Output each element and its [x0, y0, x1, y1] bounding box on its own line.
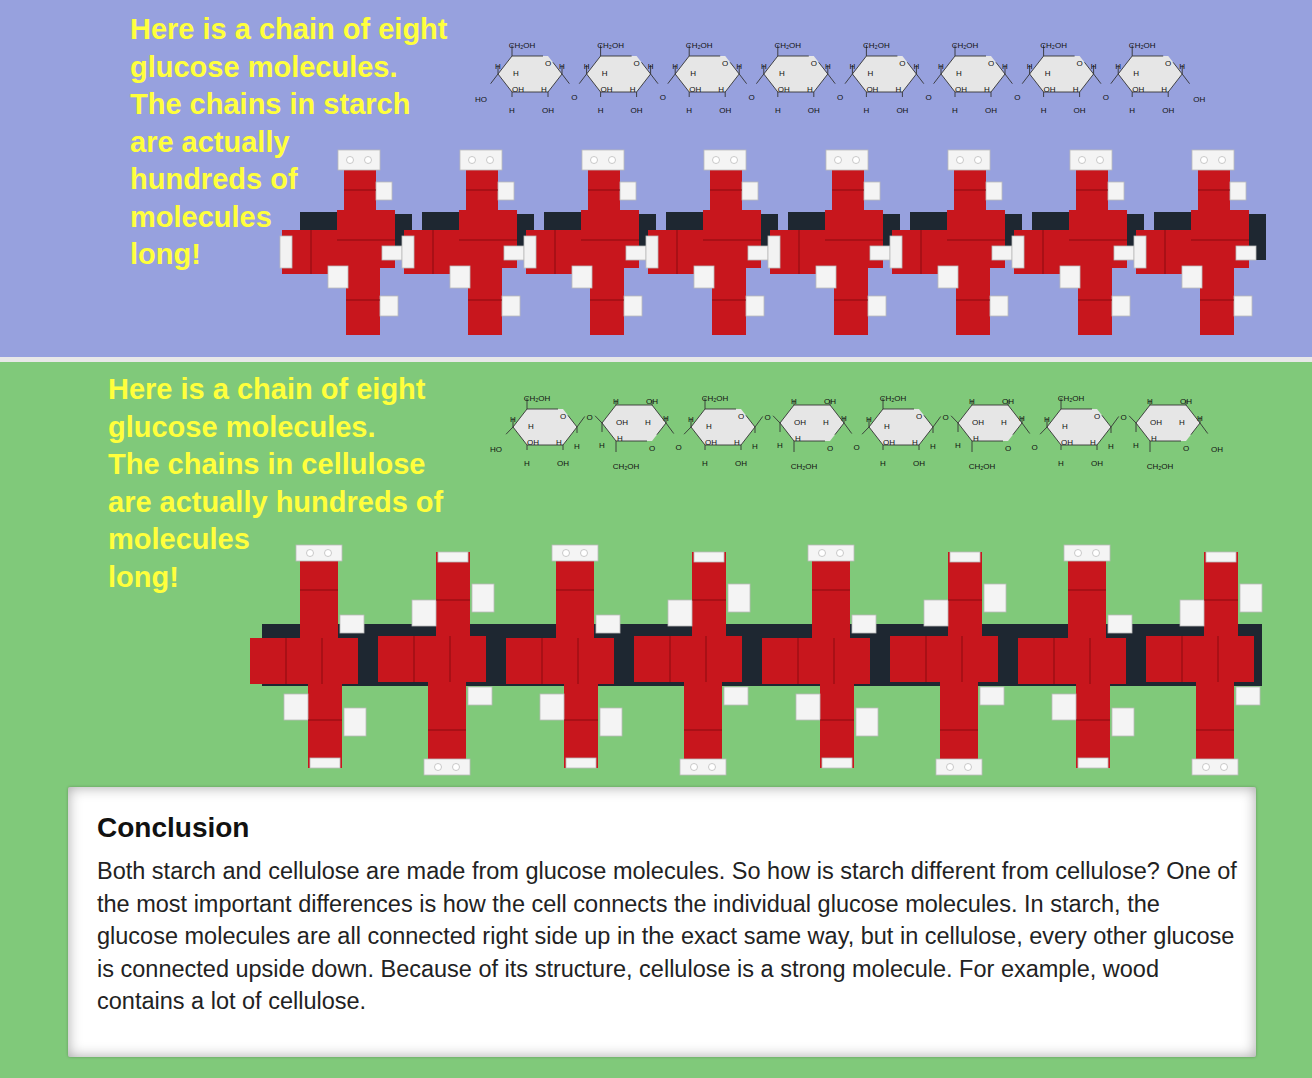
cellulose-formula — [506, 398, 1208, 452]
lego-glucose — [402, 150, 534, 335]
info-band: Here is a chain of eight glucose molecul… — [0, 0, 1312, 357]
glucose-ring — [595, 400, 674, 452]
glucose-ring — [684, 398, 763, 450]
band-text: Here is a chain of eight glucose molecul… — [130, 13, 447, 270]
starch-model — [280, 150, 1266, 335]
glucose-ring — [862, 398, 941, 450]
glucose-ring — [579, 45, 658, 97]
lego-glucose — [524, 150, 656, 335]
band-text-block: Here is a chain of eight glucose molecul… — [130, 11, 453, 274]
glucose-ring — [1022, 45, 1101, 97]
band-text: Here is a chain of eight glucose molecul… — [108, 373, 443, 593]
conclusion-box: ConclusionBoth starch and cellulose are … — [68, 787, 1256, 1057]
conclusion-heading: Conclusion — [97, 811, 1242, 845]
cellulose-model — [250, 545, 1262, 775]
starch-formula — [491, 45, 1190, 97]
glucose-ring — [491, 45, 570, 97]
lego-glucose — [890, 150, 1022, 335]
info-band: Here is a chain of eight glucose molecul… — [0, 362, 1312, 1078]
glucose-ring — [934, 45, 1013, 97]
lego-glucose — [890, 552, 1006, 775]
lego-glucose — [1012, 150, 1144, 335]
wrap-spacer — [431, 371, 473, 446]
conclusion-body: Both starch and cellulose are made from … — [97, 855, 1242, 1018]
lego-glucose — [250, 545, 366, 768]
lego-glucose — [634, 552, 750, 775]
lego-glucose — [280, 150, 412, 335]
lego-glucose — [768, 150, 900, 335]
lego-glucose — [506, 545, 622, 768]
glucose-ring — [845, 45, 924, 97]
glucose-ring — [1111, 45, 1190, 97]
lego-glucose — [1018, 545, 1134, 768]
lego-glucose — [646, 150, 778, 335]
lego-glucose — [378, 552, 494, 775]
glucose-ring — [1040, 398, 1119, 450]
glucose-ring — [668, 45, 747, 97]
glucose-ring — [756, 45, 835, 97]
glucose-ring — [1129, 400, 1208, 452]
lego-glucose — [1146, 552, 1262, 775]
glucose-ring — [506, 398, 585, 450]
lego-glucose — [1134, 150, 1266, 335]
lego-glucose — [762, 545, 878, 768]
band-text-block: Here is a chain of eight glucose molecul… — [108, 371, 473, 596]
glucose-ring — [951, 400, 1030, 452]
glucose-ring — [773, 400, 852, 452]
